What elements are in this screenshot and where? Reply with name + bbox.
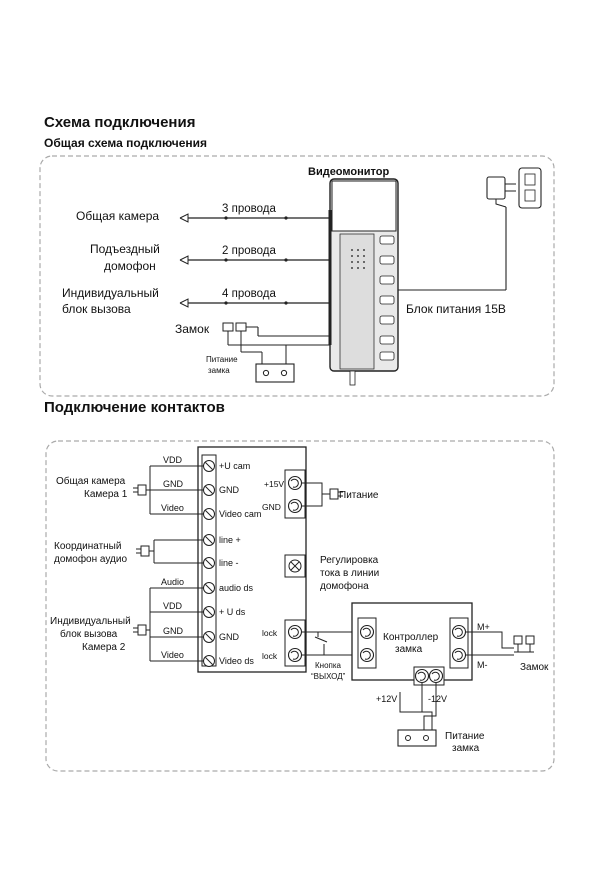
camera2-plug: [132, 624, 147, 636]
camera2-pin-vdd: VDD: [163, 601, 183, 611]
contacts-panel: +U cam GND Video cam line + line - audio…: [45, 440, 555, 772]
camera1-pin-video: Video: [161, 503, 184, 513]
camera2-pin-audio: Audio: [161, 577, 184, 587]
monitor-terminal-block: [197, 446, 307, 673]
regulator-label-1: Регулировка: [320, 555, 379, 566]
call-unit-wires-label: 4 провода: [222, 288, 276, 300]
camera2-label-2: блок вызова: [60, 628, 118, 640]
terminal-video-ds: Video ds: [219, 656, 254, 666]
entry-intercom-label-2: домофон: [104, 259, 156, 273]
controller-label-1: Контроллер: [383, 632, 439, 643]
lock-power-label-1: Питание: [445, 731, 485, 742]
lock-power-label-2: замка: [208, 366, 230, 375]
camera2-pin-gnd: GND: [163, 626, 184, 636]
camera1-label-1: Общая камера: [56, 475, 126, 487]
psu-label: Блок питания 15В: [406, 302, 506, 316]
coord-intercom-label-2: домофон аудио: [54, 553, 127, 565]
regulator-label-3: домофона: [320, 580, 369, 592]
lock-terminal-2: lock: [262, 651, 278, 661]
camera2-label-3: Камера 2: [82, 642, 126, 653]
m-minus-label: M-: [477, 660, 488, 670]
power-label: Питание: [339, 490, 379, 501]
terminals: [203, 460, 215, 667]
exit-button-label-1: Кнопка: [315, 661, 342, 670]
contacts-heading: Подключение контактов: [44, 399, 225, 416]
terminal-gnd-ds: GND: [219, 632, 240, 642]
power-15v-label: +15V: [264, 479, 284, 489]
psu-adapter: [486, 176, 506, 200]
v-plus-label: +12V: [376, 694, 397, 704]
lock-label: Замок: [175, 322, 210, 336]
general-scheme-subtitle: Общая схема подключения: [44, 136, 208, 150]
camera2-pin-video: Video: [161, 650, 184, 660]
terminal-u-ds: + U ds: [219, 607, 246, 617]
camera-label: Общая камера: [76, 209, 159, 223]
regulator-label-2: тока в линии: [320, 568, 379, 579]
call-unit-label-2: блок вызова: [62, 302, 131, 316]
power-gnd-label: GND: [262, 502, 281, 512]
page-title: Схема подключения: [44, 114, 196, 131]
exit-button-label-2: “ВЫХОД”: [311, 672, 346, 681]
call-unit-label-1: Индивидуальный: [62, 286, 159, 300]
terminal-audio-ds: audio ds: [219, 583, 254, 593]
panel-border: [45, 440, 555, 772]
terminal-video-cam: Video cam: [219, 509, 261, 519]
panel-border: [39, 155, 555, 397]
camera1-plug: [132, 484, 147, 496]
video-monitor: [328, 178, 399, 386]
controller-label-2: замка: [395, 644, 423, 655]
coord-intercom-plug: [135, 545, 150, 557]
camera1-pin-gnd: GND: [163, 479, 184, 489]
v-minus-label: -12V: [428, 694, 447, 704]
terminal-line-minus: line -: [219, 558, 239, 568]
terminal-u-cam: +U cam: [219, 461, 250, 471]
lock-power-supply: [397, 729, 437, 747]
lock-power-label-1: Питание: [206, 355, 238, 364]
camera-wires-label: 3 провода: [222, 203, 276, 215]
m-plus-label: M+: [477, 622, 490, 632]
lock-terminal-1: lock: [262, 628, 278, 638]
camera1-label-2: Камера 1: [84, 489, 128, 500]
general-scheme-panel: Видеомонитор Общая камера 3 провода Подъ…: [39, 155, 555, 397]
wall-socket: [518, 167, 542, 209]
entry-wires-label: 2 провода: [222, 245, 276, 257]
camera1-pin-vdd: VDD: [163, 455, 183, 465]
coord-intercom-label-1: Координатный: [54, 541, 121, 552]
monitor-label: Видеомонитор: [308, 166, 389, 178]
lock-label: Замок: [520, 662, 549, 673]
entry-intercom-label-1: Подъездный: [90, 242, 160, 256]
lock-device: [513, 635, 535, 653]
terminal-line-plus: line +: [219, 535, 241, 545]
lock-power-label-2: замка: [452, 743, 480, 754]
exit-button: [301, 631, 364, 656]
lock-power-supply: [255, 363, 295, 383]
terminal-gnd-cam: GND: [219, 485, 240, 495]
lock-device: [222, 322, 258, 345]
camera2-label-1: Индивидуальный: [50, 616, 131, 627]
